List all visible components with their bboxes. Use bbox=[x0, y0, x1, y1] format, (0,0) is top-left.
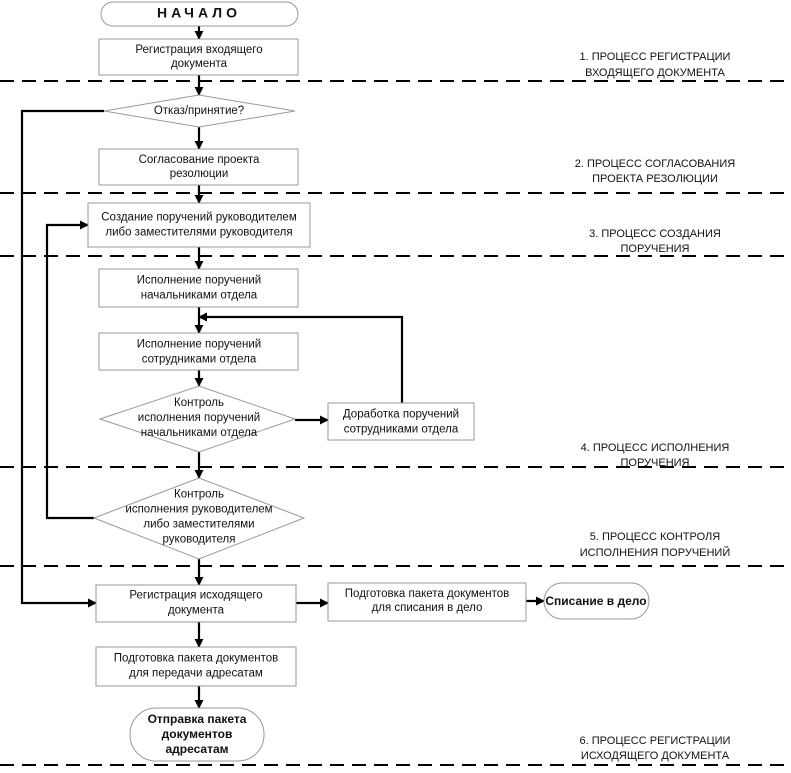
create-label: либо заместителями руководителя bbox=[105, 227, 292, 239]
ctrl-mgr-label: руководителя bbox=[163, 534, 236, 546]
exec-heads-label: Исполнение поручений bbox=[137, 275, 261, 287]
phase-label: 5. ПРОЦЕСС КОНТРОЛЯ bbox=[590, 531, 720, 543]
prep-send-label: Подготовка пакета документов bbox=[114, 653, 278, 665]
phase-label: ИСХОДЯЩЕГО ДОКУМЕНТА bbox=[581, 750, 730, 762]
arrow-rework-back-to-exec-staff bbox=[198, 312, 404, 403]
reg-out-label: документа bbox=[168, 605, 225, 617]
create-box bbox=[87, 202, 311, 248]
shapes bbox=[87, 1, 650, 762]
ctrl-heads-label: Контроль bbox=[174, 397, 224, 409]
rework-label: Доработка поручений bbox=[343, 409, 459, 421]
ctrl-mgr-diamond bbox=[92, 477, 306, 560]
start-label: НАЧАЛО bbox=[157, 5, 241, 21]
agree-box bbox=[98, 148, 299, 186]
phase-label: 4. ПРОЦЕСС ИСПОЛНЕНИЯ bbox=[581, 442, 730, 454]
agree-label: Согласование проекта bbox=[139, 154, 260, 166]
phase-label: ПОРУЧЕНИЯ bbox=[620, 457, 689, 469]
start-terminator bbox=[100, 1, 299, 27]
create-label: Создание поручений руководителем bbox=[101, 212, 297, 224]
agree-label: резолюции bbox=[170, 168, 229, 180]
send-label: адресатам bbox=[165, 742, 228, 756]
archive-label: Списание в дело bbox=[545, 594, 646, 608]
phase-label: 2. ПРОЦЕСС СОГЛАСОВАНИЯ bbox=[575, 158, 736, 170]
phase-label: ПОРУЧЕНИЯ bbox=[620, 243, 689, 255]
ctrl-heads-label: начальниками отдела bbox=[141, 427, 258, 439]
exec-staff-box bbox=[98, 332, 299, 371]
phase-label: ВХОДЯЩЕГО ДОКУМЕНТА bbox=[585, 67, 725, 79]
phase-label: 3. ПРОЦЕСС СОЗДАНИЯ bbox=[589, 228, 721, 240]
prep-send-box bbox=[95, 646, 297, 687]
reg-out-box bbox=[95, 584, 297, 623]
exec-staff-label: сотрудниками отдела bbox=[142, 354, 257, 366]
ctrl-heads-diamond bbox=[98, 385, 297, 453]
phase-label: 1. ПРОЦЕСС РЕГИСТРАЦИИ bbox=[580, 51, 731, 63]
prep-archive-label: Подготовка пакета документов bbox=[345, 588, 509, 600]
decision-diamond bbox=[103, 94, 296, 128]
arrow-decision-reject-to-reg-out bbox=[20, 109, 104, 608]
reg-out-label: Регистрация исходящего bbox=[129, 590, 262, 602]
phase-label: ПРОЕКТА РЕЗОЛЮЦИИ bbox=[592, 173, 718, 185]
reg-in-box bbox=[98, 38, 299, 76]
archive-terminator bbox=[543, 582, 650, 620]
phase-label: 6. ПРОЦЕСС РЕГИСТРАЦИИ bbox=[580, 735, 731, 747]
send-terminator bbox=[129, 707, 265, 762]
phase-label: ИСПОЛНЕНИЯ ПОРУЧЕНИЙ bbox=[580, 546, 731, 559]
prep-archive-label: для списания в дело bbox=[372, 602, 483, 614]
ctrl-heads-label: исполнения поручений bbox=[138, 412, 260, 424]
reg-in-label: документа bbox=[171, 58, 228, 70]
connectors bbox=[20, 26, 545, 709]
send-label: документов bbox=[162, 727, 233, 741]
ctrl-mgr-label: Контроль bbox=[174, 489, 224, 501]
prep-archive-box bbox=[327, 582, 527, 622]
rework-label: сотрудниками отдела bbox=[344, 424, 459, 436]
ctrl-mgr-label: исполнения руководителем bbox=[125, 504, 272, 516]
arrow-ctrl-mgr-back-to-create bbox=[45, 220, 94, 520]
ctrl-mgr-label: либо заместителями bbox=[143, 519, 254, 531]
prep-send-label: для передачи адресатам bbox=[129, 668, 263, 680]
exec-heads-label: начальниками отдела bbox=[141, 290, 258, 302]
phase-labels: 1. ПРОЦЕСС РЕГИСТРАЦИИ ВХОДЯЩЕГО ДОКУМЕНТ… bbox=[575, 51, 736, 762]
rework-box bbox=[327, 402, 475, 441]
exec-staff-label: Исполнение поручений bbox=[137, 339, 261, 351]
reg-in-label: Регистрация входящего bbox=[135, 44, 262, 56]
exec-heads-box bbox=[98, 268, 299, 308]
send-label: Отправка пакета bbox=[148, 712, 247, 726]
decision-label: Отказ/принятие? bbox=[154, 105, 244, 117]
